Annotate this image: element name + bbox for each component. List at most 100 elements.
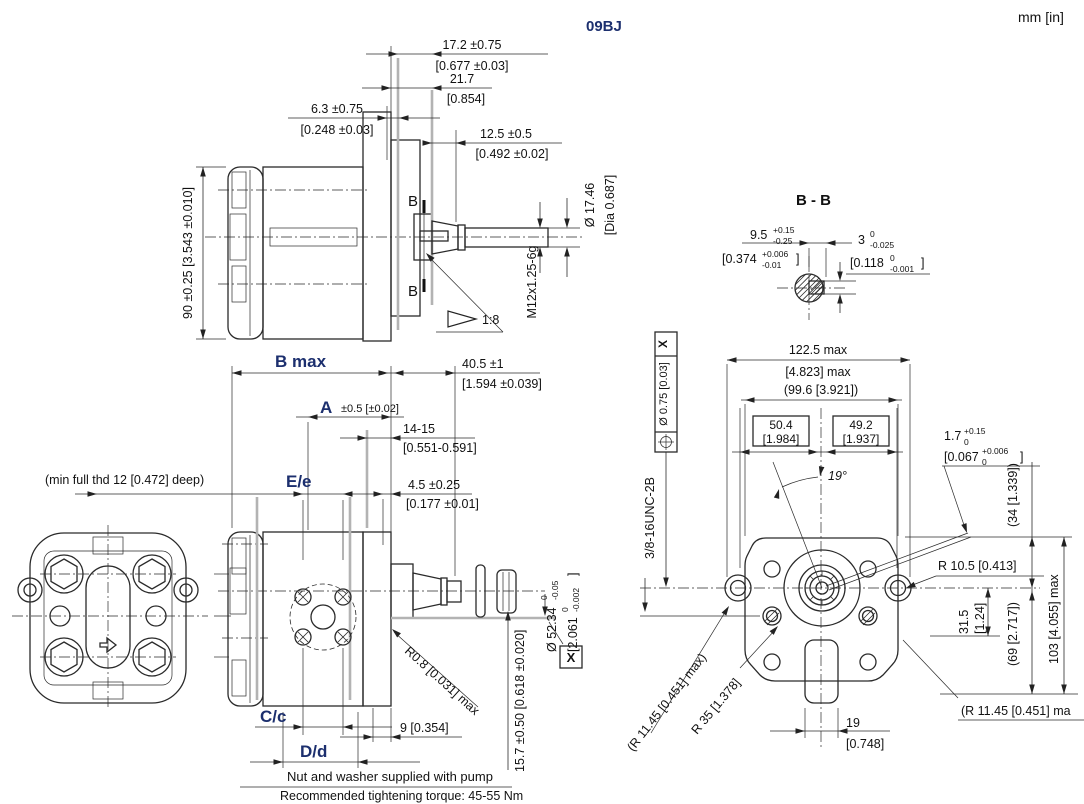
flange-dimensions: 122.5 max [4.823] max (99.6 [3.921]) 50.… bbox=[624, 331, 1084, 754]
bb-key-up: 0 bbox=[870, 229, 875, 239]
section-bb: B - B 9.5 +0.15 -0.25 [0.374 +0.006 -0.0… bbox=[722, 192, 930, 320]
c-label: C/c bbox=[260, 707, 286, 726]
units-label: mm [in] bbox=[1018, 9, 1064, 25]
side-view-dimensions: 17.2 ±0.75 [0.677 ±0.03] 21.7 [0.854] 6.… bbox=[181, 38, 617, 340]
dim-90-height: 90 ±0.25 [3.543 ±0.010] bbox=[181, 187, 195, 319]
pilot-dia-up: 0 bbox=[539, 595, 549, 600]
dim-19-in: [0.748] bbox=[846, 737, 884, 751]
dim-12-5-in: [0.492 ±0.02] bbox=[476, 147, 549, 161]
note-nut-washer: Nut and washer supplied with pump bbox=[287, 769, 493, 784]
port-thread-label: 3/8-16UNC-2B bbox=[643, 477, 657, 559]
port-screws bbox=[294, 588, 352, 646]
pilot-dia-in-dn: -0.002 bbox=[571, 588, 581, 612]
nut bbox=[496, 569, 517, 614]
pilot-dia-mm: Ø 52.34 bbox=[545, 607, 559, 652]
dim-122-5-mm: 122.5 max bbox=[789, 343, 848, 357]
dim-4-5-in: [0.177 ±0.01] bbox=[406, 497, 479, 511]
dim-1-7-in-dn: 0 bbox=[982, 457, 987, 467]
fcf-tolerance: Ø 0.75 [0.03] bbox=[658, 362, 670, 426]
flow-arrow-icon bbox=[99, 636, 118, 654]
dim-31-5-mm: 31.5 bbox=[957, 610, 971, 634]
dim-69: (69 [2.717]) bbox=[1006, 602, 1020, 666]
washer bbox=[475, 564, 486, 618]
dim-6-3-mm: 6.3 ±0.75 bbox=[311, 102, 363, 116]
page-title: 09BJ bbox=[586, 18, 622, 35]
bb-width-in-dn: -0.01 bbox=[762, 260, 782, 270]
section-letter-bottom: B bbox=[408, 283, 418, 300]
r10-5-label: R 10.5 [0.413] bbox=[938, 559, 1017, 573]
min-thread-note: (min full thd 12 [0.472] deep) bbox=[45, 473, 204, 487]
dim-17-2-in: [0.677 ±0.03] bbox=[436, 59, 509, 73]
side-view bbox=[205, 58, 585, 342]
r08-label: R0.8 [0.031] max bbox=[402, 644, 483, 719]
bb-key-in-close: ] bbox=[921, 256, 924, 270]
dim-14-15-mm: 14-15 bbox=[403, 422, 435, 436]
section-bb-title: B - B bbox=[796, 192, 831, 209]
e-label: E/e bbox=[286, 472, 312, 491]
bb-key-dn: -0.025 bbox=[870, 240, 894, 250]
dim-49-2-in: [1.937] bbox=[843, 432, 880, 446]
bb-width-in-up: +0.006 bbox=[762, 249, 789, 259]
dim-50-4-in: [1.984] bbox=[763, 432, 800, 446]
front-section-view bbox=[218, 430, 556, 707]
bb-width-mm: 9.5 bbox=[750, 228, 767, 242]
pilot-dia-dn: -0.05 bbox=[550, 580, 560, 600]
datum-x-label: X bbox=[567, 650, 576, 665]
bb-width-dn: -0.25 bbox=[773, 236, 793, 246]
bb-width-in: [0.374 bbox=[722, 252, 757, 266]
pilot-dia-in: [2.061 bbox=[566, 617, 580, 652]
dim-14-15-in: [0.551-0.591] bbox=[403, 441, 477, 455]
r35-label: R 35 [1.378] bbox=[689, 676, 744, 737]
dim-9-label: 9 [0.354] bbox=[400, 721, 449, 735]
bb-key-in-up: 0 bbox=[890, 253, 895, 263]
dim-15-7: 15.7 ±0.50 [0.618 ±0.020] bbox=[513, 630, 527, 772]
b-max-label: B max bbox=[275, 352, 327, 371]
dim-1-7-in-up: +0.006 bbox=[982, 446, 1009, 456]
flange-view: 19° 1.7 +0.15 0 [0.067 +0.006 0 ] bbox=[640, 408, 1040, 748]
dim-1-7-dn: 0 bbox=[964, 437, 969, 447]
taper-ratio: 1:8 bbox=[482, 313, 499, 327]
dim-31-5-in: [1.24] bbox=[973, 603, 987, 634]
dim-1-7-up: +0.15 bbox=[964, 426, 986, 436]
bb-width-in-close: ] bbox=[796, 252, 799, 266]
position-symbol-icon bbox=[658, 434, 674, 450]
fcf-datum-ref: X bbox=[656, 340, 670, 348]
section-cut-marks: B B bbox=[408, 193, 426, 300]
shaft-dia-in: [Dia 0.687] bbox=[603, 175, 617, 235]
dim-34: (34 [1.339]) bbox=[1006, 463, 1020, 527]
dim-19-mm: 19 bbox=[846, 716, 860, 730]
dim-1-7-in: [0.067 bbox=[944, 450, 979, 464]
shaft-dia-mm: Ø 17.46 bbox=[583, 183, 597, 228]
angle-19: 19° bbox=[828, 469, 847, 483]
dim-50-4-mm: 50.4 bbox=[769, 418, 793, 432]
dim-49-2-mm: 49.2 bbox=[849, 418, 873, 432]
dim-40-5-in: [1.594 ±0.039] bbox=[462, 377, 542, 391]
r11-45-right-label: (R 11.45 [0.451] ma bbox=[961, 704, 1071, 718]
bb-key-mm: 3 bbox=[858, 233, 865, 247]
dim-6-3-in: [0.248 ±0.03] bbox=[301, 123, 374, 137]
dim-4-5-mm: 4.5 ±0.25 bbox=[408, 478, 460, 492]
dim-21-7-mm: 21.7 bbox=[450, 72, 474, 86]
pilot-dia-in-close: ] bbox=[566, 573, 580, 576]
a-tolerance: ±0.5 [±0.02] bbox=[341, 403, 399, 415]
bb-key-in-dn: -0.001 bbox=[890, 264, 914, 274]
dim-21-7-in: [0.854] bbox=[447, 92, 485, 106]
note-torque: Recommended tightening torque: 45-55 Nm bbox=[280, 789, 523, 803]
rear-view bbox=[12, 525, 231, 710]
d-label: D/d bbox=[300, 742, 327, 761]
section-letter-top: B bbox=[408, 193, 418, 210]
dim-1-7-mm: 1.7 bbox=[944, 429, 961, 443]
dim-12-5-mm: 12.5 ±0.5 bbox=[480, 127, 532, 141]
a-label: A bbox=[320, 398, 332, 417]
length-dimensions: B max 40.5 ±1 [1.594 ±0.039] A ±0.5 [±0.… bbox=[45, 352, 542, 576]
dim-1-7-in-close: ] bbox=[1020, 450, 1023, 464]
dim-17-2-mm: 17.2 ±0.75 bbox=[443, 38, 502, 52]
r11-45-left-label: (R 11.45 [0.451] max) bbox=[624, 651, 709, 754]
pilot-dia-in-up: 0 bbox=[560, 607, 570, 612]
shaft-thread-label: M12x1.25-6g bbox=[525, 245, 539, 318]
bb-width-up: +0.15 bbox=[773, 225, 795, 235]
dim-40-5-mm: 40.5 ±1 bbox=[462, 357, 504, 371]
bb-key-in: [0.118 bbox=[850, 256, 884, 270]
